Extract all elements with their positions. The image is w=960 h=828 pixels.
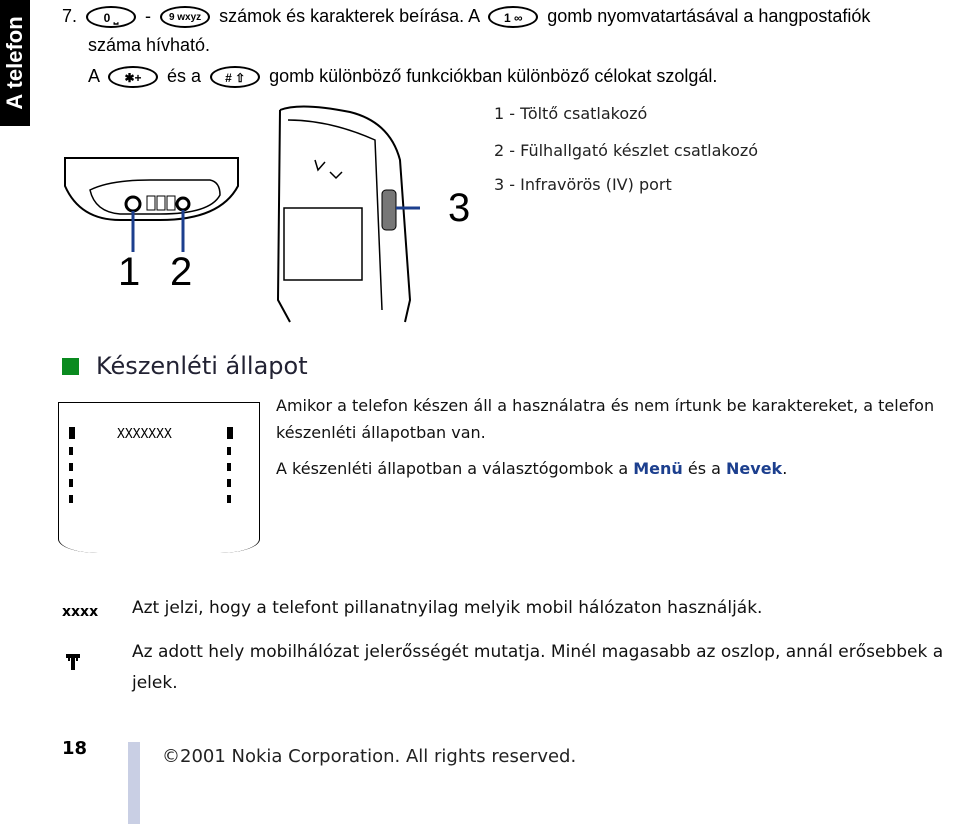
infrared-port-icon	[381, 189, 397, 231]
side-tab: A telefon	[0, 0, 30, 126]
copyright: ©2001 Nokia Corporation. All rights rese…	[162, 746, 577, 767]
callout-1: 1	[118, 250, 141, 294]
signal-icon	[66, 654, 80, 670]
legend-item: 3 - Infravörös (IV) port	[494, 175, 672, 194]
key-hash-icon: # ⇧	[210, 66, 261, 89]
menu-link[interactable]: Menü	[633, 459, 683, 478]
footer-bar	[128, 742, 140, 824]
intro-and: és a	[167, 66, 202, 86]
phone-side-illustration	[276, 105, 420, 323]
intro-line-3: A ✱+ és a # ⇧ gomb különböző funkciókban…	[88, 64, 718, 89]
section-paragraph-2: A készenléti állapotban a választógombok…	[276, 459, 788, 478]
key-zero-icon: 0 ⎵	[86, 6, 137, 29]
legend-item: 1 - Töltő csatlakozó	[494, 104, 648, 123]
charger-socket-icon	[124, 195, 142, 213]
operator-name: XXXXXXX	[117, 427, 172, 442]
legend-item: 2 - Fülhallgató készlet csatlakozó	[494, 141, 759, 160]
intro-line-2: száma hívható.	[88, 35, 211, 55]
battery-bar-icon	[227, 427, 233, 537]
side-tab-label: A telefon	[2, 16, 27, 110]
intro-line-1: 7. 0 ⎵ - 9 wxyz számok és karakterek beí…	[62, 4, 871, 29]
names-link[interactable]: Nevek	[726, 459, 783, 478]
heading-square-icon	[62, 358, 79, 375]
intro-text-b: gomb nyomvatartásával a hangpostafiók	[547, 6, 871, 26]
section-paragraph-1: Amikor a telefon készen áll a használatr…	[276, 396, 935, 442]
item-number: 7.	[62, 6, 78, 26]
standby-screen: XXXXXXX	[58, 402, 260, 553]
key-nine-icon: 9 wxyz	[160, 6, 211, 29]
callout-2: 2	[170, 250, 193, 294]
dash: -	[145, 6, 152, 26]
intro-text-a: számok és karakterek beírása. A	[219, 6, 480, 26]
signal-bar-icon	[69, 427, 75, 537]
page-number: 18	[62, 738, 88, 759]
intro-a: A	[88, 66, 100, 86]
connector-illustration	[64, 157, 239, 252]
headset-socket-icon	[175, 196, 191, 212]
callout-3: 3	[448, 186, 471, 230]
intro-line3-text: gomb különböző funkciókban különböző cél…	[269, 66, 718, 86]
row-text: Azt jelzi, hogy a telefont pillanatnyila…	[132, 598, 763, 618]
key-star-icon: ✱+	[108, 66, 159, 89]
network-name-symbol: xxxx	[62, 604, 99, 620]
row-text: Az adott hely mobilhálózat jelerősségét …	[132, 642, 944, 693]
section-heading: Készenléti állapot	[96, 352, 308, 380]
key-one-icon: 1 ∞	[488, 6, 539, 29]
